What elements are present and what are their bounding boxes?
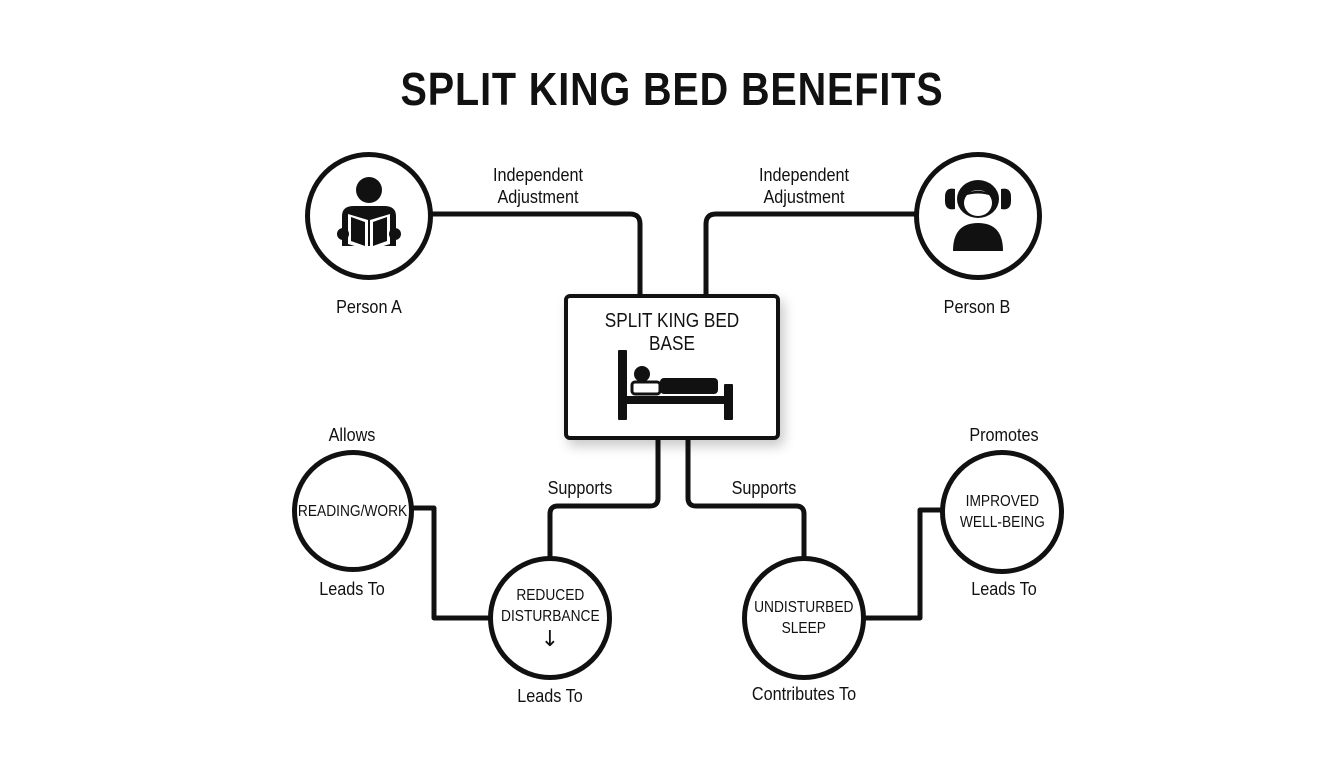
link-center-to-reduced <box>547 440 661 558</box>
person-pillow-icon <box>945 180 1011 251</box>
person-b-label: Person B <box>943 297 1011 317</box>
label-contributes-to: Contributes To <box>751 684 857 704</box>
label-reading-leads-to: Leads To <box>319 579 385 599</box>
undisturbed-sleep-label: UNDISTURBED SLEEP <box>754 599 854 637</box>
label-reduced-leads-to: Leads To <box>517 686 583 706</box>
label-wellbeing-leads-to: Leads To <box>971 579 1037 599</box>
down-arrow-icon: ↓ <box>540 627 560 652</box>
label-independent-adjustment-b: Independent Adjustment <box>758 165 850 207</box>
diagram-title: SPLIT KING BED BENEFITS <box>400 63 944 115</box>
improved-well-being-label: IMPROVED WELL-BEING <box>959 493 1045 531</box>
reading-work-node: READING/WORK <box>292 450 414 572</box>
reduced-disturbance-label: REDUCED DISTURBANCE <box>500 587 600 625</box>
bed-icon <box>618 350 733 420</box>
link-reading-to-reduced <box>410 505 490 621</box>
link-person-b-to-center <box>703 211 916 294</box>
improved-well-being-node: IMPROVED WELL-BEING <box>940 450 1064 574</box>
link-center-to-sleep <box>685 440 807 558</box>
person-b-node <box>914 152 1042 280</box>
link-person-a-to-center <box>430 211 643 294</box>
undisturbed-sleep-node: UNDISTURBED SLEEP <box>742 556 866 680</box>
person-a-label: Person A <box>336 297 402 317</box>
label-independent-adjustment-a: Independent Adjustment <box>492 165 584 207</box>
center-node-split-king-bed-base: SPLIT KING BED BASE <box>564 294 780 440</box>
center-node-label: SPLIT KING BED BASE <box>604 310 740 355</box>
person-a-node <box>305 152 433 280</box>
reduced-disturbance-node: REDUCED DISTURBANCE ↓ <box>488 556 612 680</box>
label-promotes: Promotes <box>969 425 1039 445</box>
label-supports-left: Supports <box>547 478 613 498</box>
label-supports-right: Supports <box>731 478 797 498</box>
reading-work-label: READING/WORK <box>298 502 408 520</box>
label-allows: Allows <box>328 425 376 445</box>
person-reading-icon <box>337 177 401 250</box>
link-sleep-to-wellbeing <box>862 507 942 621</box>
